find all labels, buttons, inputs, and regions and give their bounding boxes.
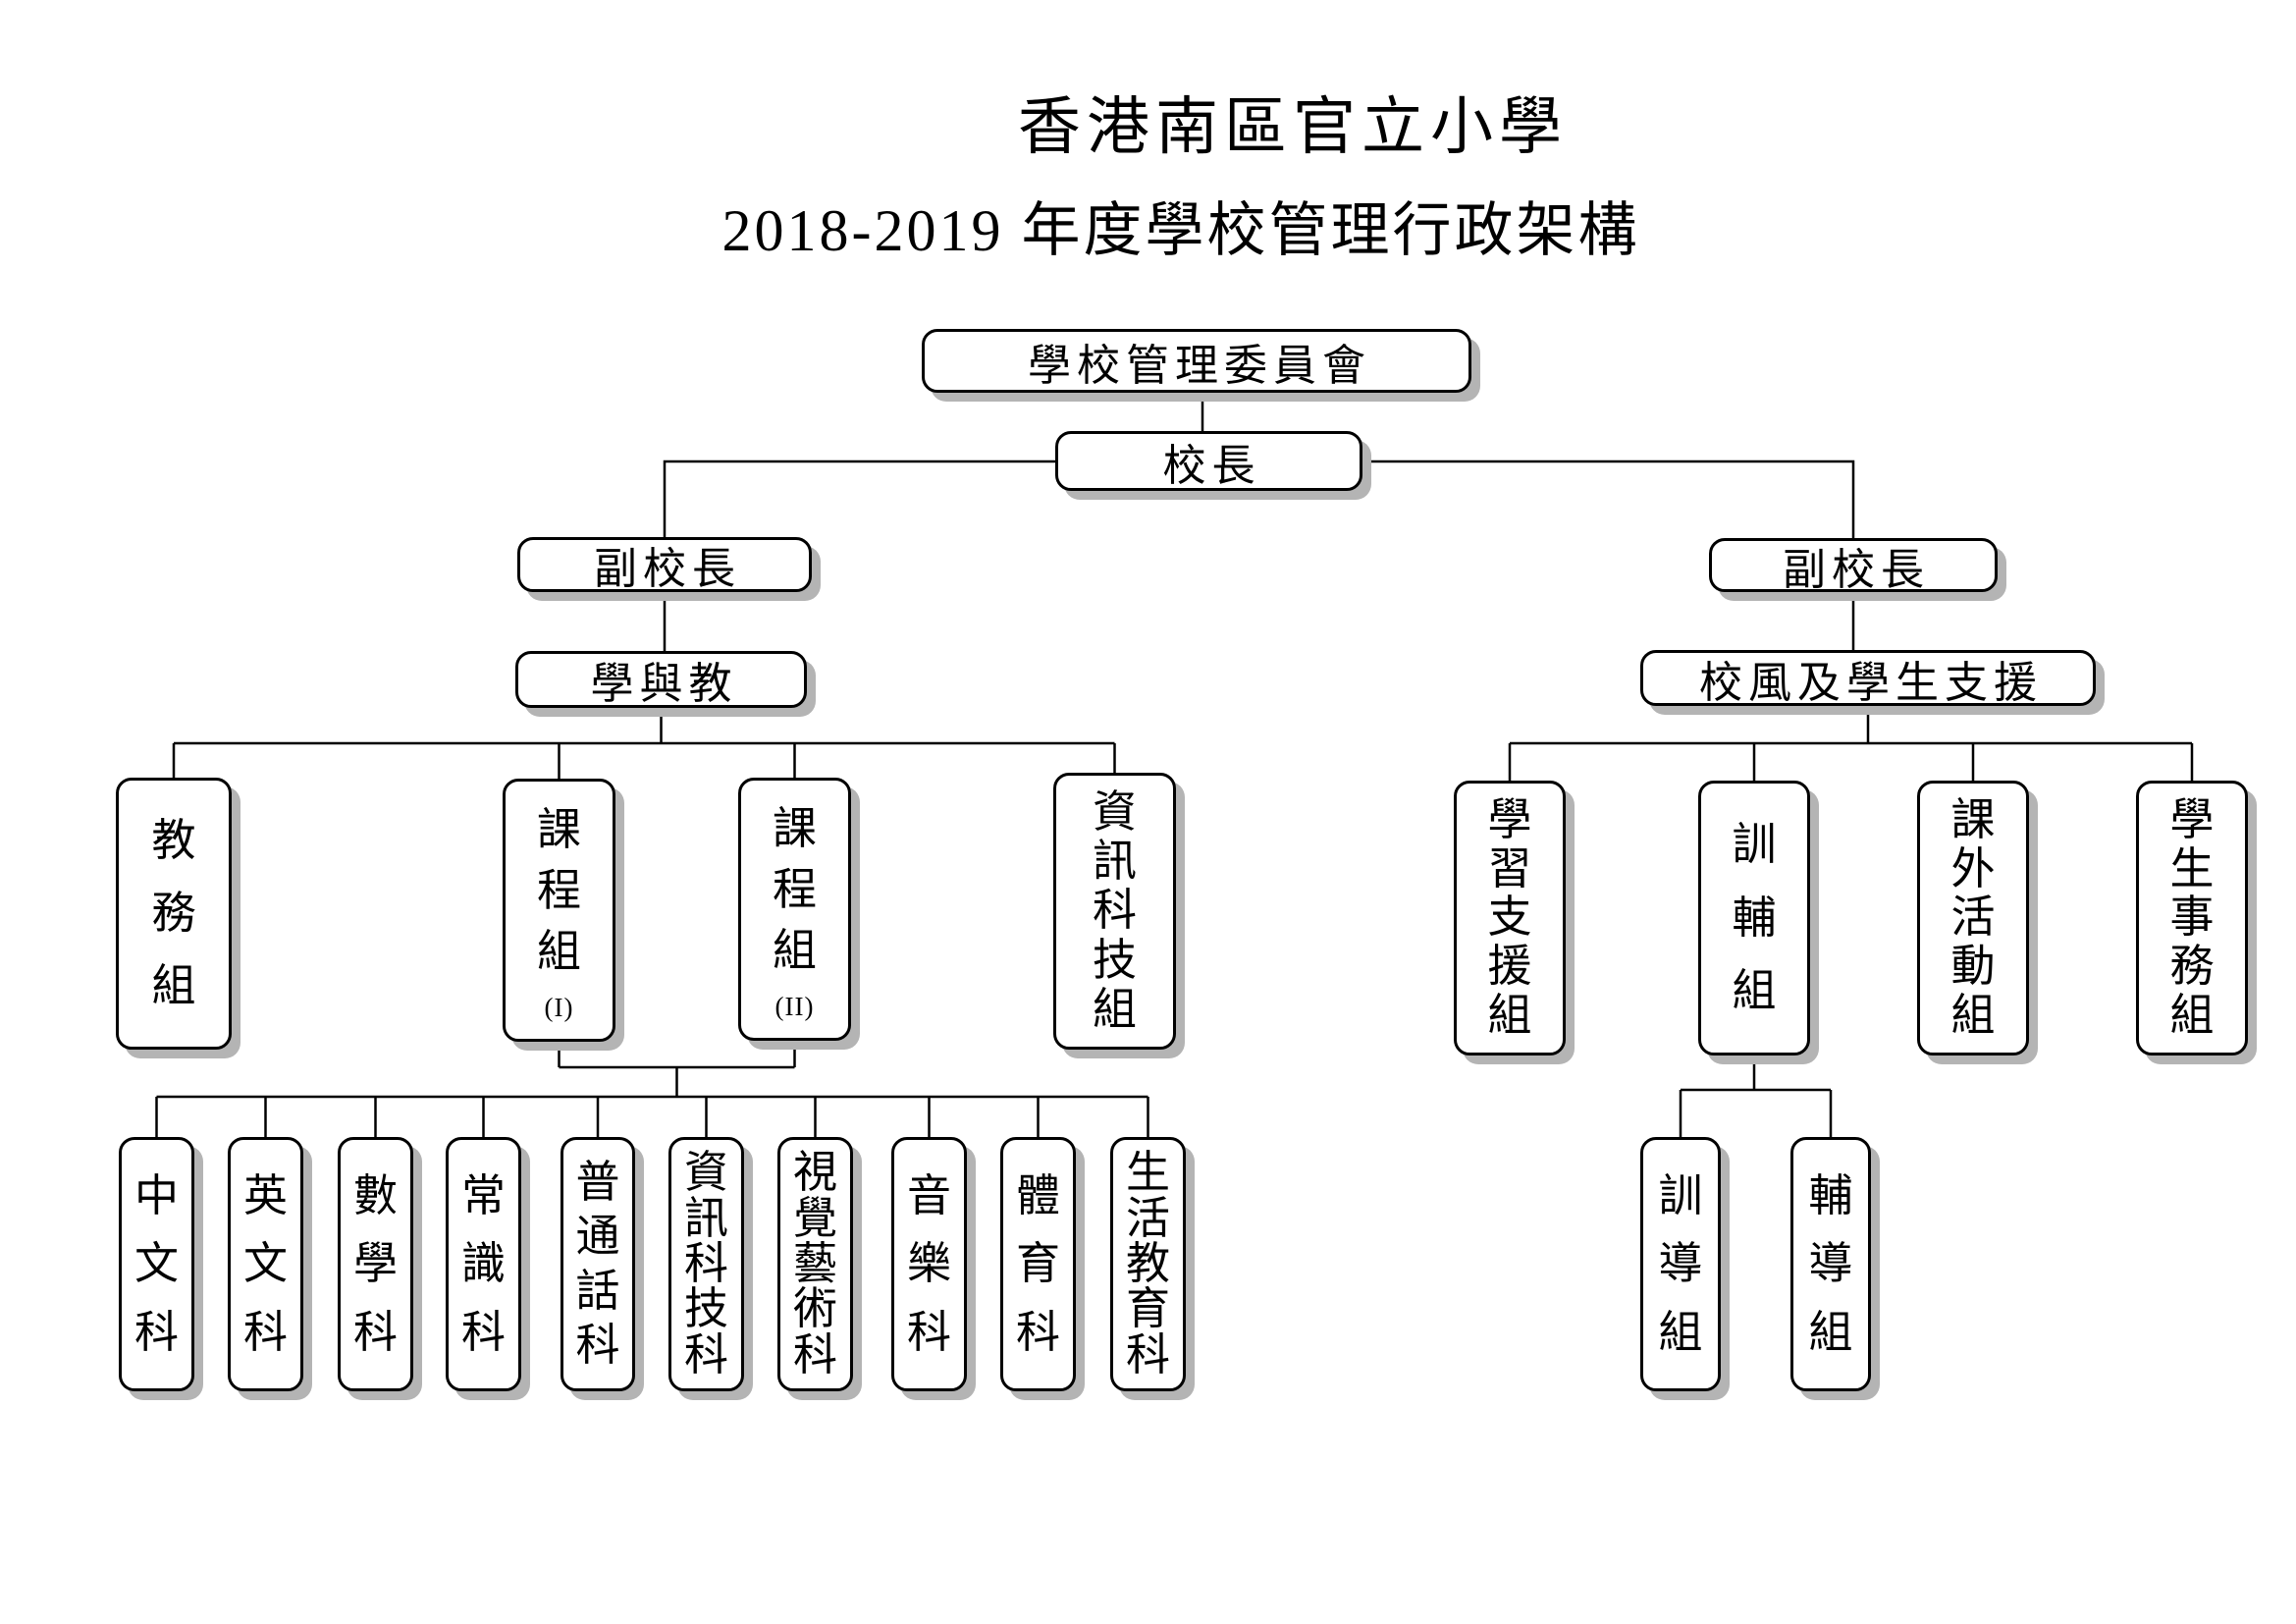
node-label: 課外活動組 — [1950, 794, 1996, 1041]
node-student-affairs-group: 學生事務組 — [2136, 781, 2248, 1056]
node-subject-mathematics: 數學科 — [338, 1137, 413, 1391]
node-label: 學與教 — [590, 660, 738, 708]
node-subject-information-technology: 資訊科技科 — [668, 1137, 744, 1391]
node-label: 訓輔組 — [1732, 819, 1777, 1016]
node-school-management-committee: 學校管理委員會 — [922, 329, 1471, 393]
node-label: 數學科 — [352, 1170, 398, 1357]
node-information-technology-group: 資訊科技組 — [1053, 773, 1176, 1050]
node-subject-physical-education: 體育科 — [1000, 1137, 1076, 1391]
node-label: 視覺藝術科 — [792, 1148, 837, 1380]
node-curriculum-group-1: 課程組 (I) — [503, 779, 615, 1042]
node-label: 教務組 — [151, 816, 196, 1010]
node-vice-principal-right: 副校長 — [1709, 538, 1998, 594]
node-subject-visual-arts: 視覺藝術科 — [777, 1137, 853, 1391]
node-vice-principal-left: 副校長 — [517, 537, 812, 593]
node-label: 課程組 — [772, 804, 817, 975]
node-subject-music: 音樂科 — [891, 1137, 967, 1391]
node-label: 普通話科 — [575, 1157, 620, 1371]
node-subject-english: 英文科 — [228, 1137, 303, 1391]
document-subtitle: 2018-2019 年度學校管理行政架構 — [721, 198, 1640, 263]
node-label: 學校管理委員會 — [1028, 341, 1371, 390]
node-label: 英文科 — [242, 1170, 288, 1357]
node-label: 資訊科技組 — [1092, 787, 1137, 1034]
node-label: 校長 — [1162, 441, 1261, 490]
node-subject-life-education: 生活教育科 — [1110, 1137, 1186, 1391]
node-label: 校風及學生支援 — [1699, 658, 2043, 707]
node-discipline-counselling-group: 訓輔組 — [1698, 781, 1810, 1056]
node-counselling-group: 輔導組 — [1790, 1137, 1871, 1391]
node-label: 生活教育科 — [1125, 1148, 1170, 1380]
node-label: 訓導組 — [1658, 1170, 1703, 1357]
node-extracurricular-activities-group: 課外活動組 — [1917, 781, 2029, 1056]
node-academic-affairs-group: 教務組 — [116, 778, 232, 1050]
node-label: 學生事務組 — [2169, 794, 2215, 1041]
node-label: 音樂科 — [906, 1170, 951, 1357]
node-label: 資訊科技科 — [683, 1148, 728, 1380]
node-learning-and-teaching: 學與教 — [515, 651, 807, 708]
node-label: 課程組 — [536, 805, 581, 976]
node-subject-putonghua: 普通話科 — [561, 1137, 635, 1391]
document-title: 香港南區官立小學 — [1018, 92, 1568, 162]
node-label: 學習支援組 — [1487, 794, 1532, 1041]
node-label: 副校長 — [594, 545, 741, 593]
node-principal: 校長 — [1055, 431, 1362, 491]
node-label: 體育科 — [1015, 1170, 1060, 1357]
node-label: 副校長 — [1783, 545, 1930, 594]
node-label: 輔導組 — [1808, 1170, 1853, 1357]
node-discipline-group: 訓導組 — [1640, 1137, 1721, 1391]
node-curriculum-group-2: 課程組 (II) — [738, 778, 851, 1041]
node-school-ethos-student-support: 校風及學生支援 — [1640, 650, 2096, 707]
node-label-suffix: (I) — [544, 993, 574, 1022]
node-label-suffix: (II) — [774, 992, 815, 1021]
node-label: 中文科 — [133, 1170, 179, 1357]
node-learning-support-group: 學習支援組 — [1454, 781, 1566, 1056]
node-subject-general-studies: 常識科 — [446, 1137, 521, 1391]
node-subject-chinese: 中文科 — [119, 1137, 194, 1391]
node-label: 常識科 — [460, 1170, 506, 1357]
